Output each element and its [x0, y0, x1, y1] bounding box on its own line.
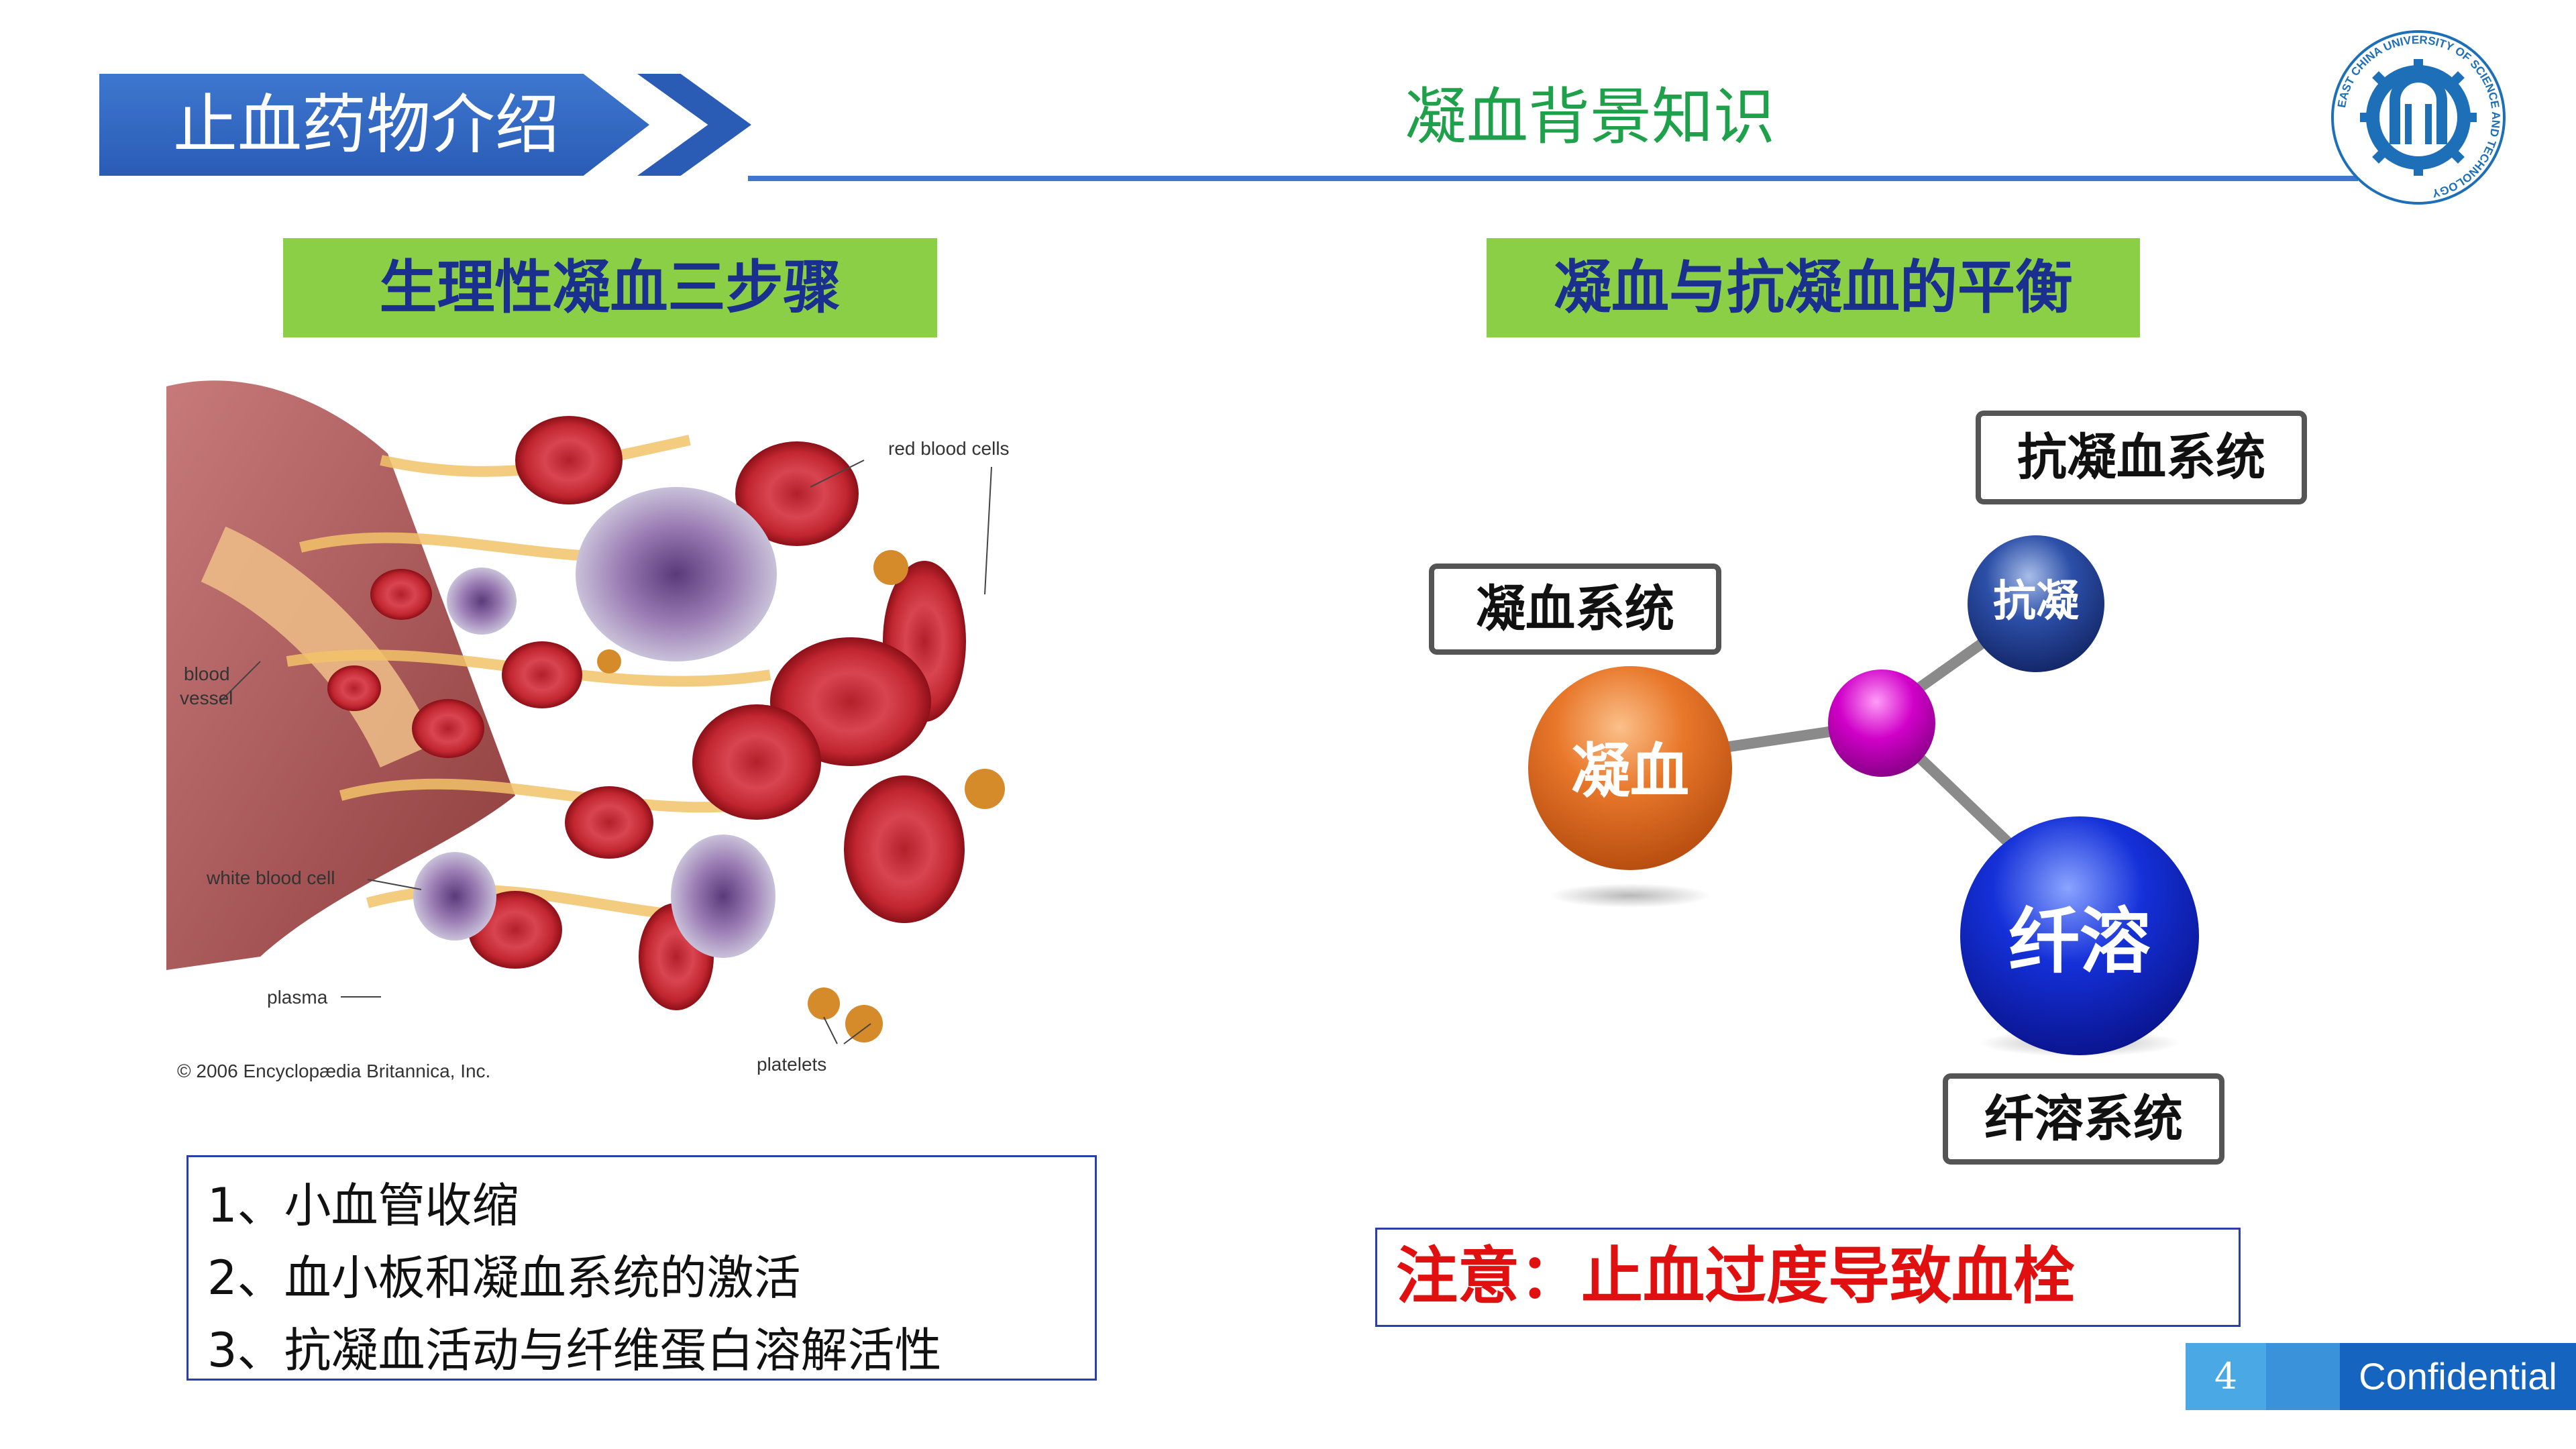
sphere-fibrinolysis: [1960, 816, 2199, 1055]
warning-note: 注意：止血过度导致血栓: [1375, 1228, 2241, 1327]
label-platelets: platelets: [757, 1054, 826, 1075]
illustration-copyright: © 2006 Encyclopædia Britannica, Inc.: [177, 1061, 490, 1081]
sphere-center-node: [1828, 669, 1935, 777]
label-plasma: plasma: [267, 987, 328, 1008]
coag-system-box: 凝血系统: [1429, 564, 1721, 655]
steps-list: 1、小血管收缩 2、血小板和凝血系统的激活 3、抗凝血活动与纤维蛋白溶解活性: [186, 1155, 1097, 1381]
blood-vessel-illustration: red blood cells blood vessel white blood…: [166, 380, 1010, 1081]
footer-accent: [2266, 1343, 2340, 1410]
sphere-label-fibrinolysis: 纤溶: [2008, 899, 2151, 983]
header-divider: [748, 176, 2358, 181]
step-item: 2、血小板和凝血系统的激活: [207, 1250, 801, 1305]
chevron-arrow-icon: [637, 74, 751, 176]
section-title-banner: 止血药物介绍: [99, 74, 649, 176]
label-white-blood-cell: white blood cell: [206, 867, 335, 888]
label-blood: blood: [184, 663, 230, 684]
confidential-label: Confidential: [2359, 1355, 2557, 1397]
fibrinolysis-system-box: 纤溶系统: [1943, 1073, 2224, 1165]
sphere-label-anticoag: 抗凝: [1993, 576, 2079, 627]
slide-title: 凝血背景知识: [1404, 81, 1775, 153]
step-item: 3、抗凝血活动与纤维蛋白溶解活性: [207, 1323, 942, 1378]
sphere-coagulation: [1528, 666, 1732, 870]
sphere-label-coag: 凝血: [1571, 736, 1689, 806]
physiology-steps-label: 生理性凝血三步骤: [283, 238, 937, 337]
sphere-anticoagulation: [1968, 535, 2104, 672]
university-logo: EAST CHINA UNIVERSITY OF SCIENCE AND TEC…: [2331, 30, 2506, 205]
page-number: 4: [2186, 1343, 2266, 1410]
balance-diagram: 凝血 抗凝 纤溶: [1528, 535, 2199, 1057]
label-red-blood-cells: red blood cells: [888, 438, 1010, 459]
anticoag-system-box: 抗凝血系统: [1976, 411, 2307, 504]
balance-label: 凝血与抗凝血的平衡: [1487, 238, 2140, 337]
label-vessel: vessel: [180, 688, 233, 708]
step-item: 1、小血管收缩: [207, 1178, 519, 1233]
